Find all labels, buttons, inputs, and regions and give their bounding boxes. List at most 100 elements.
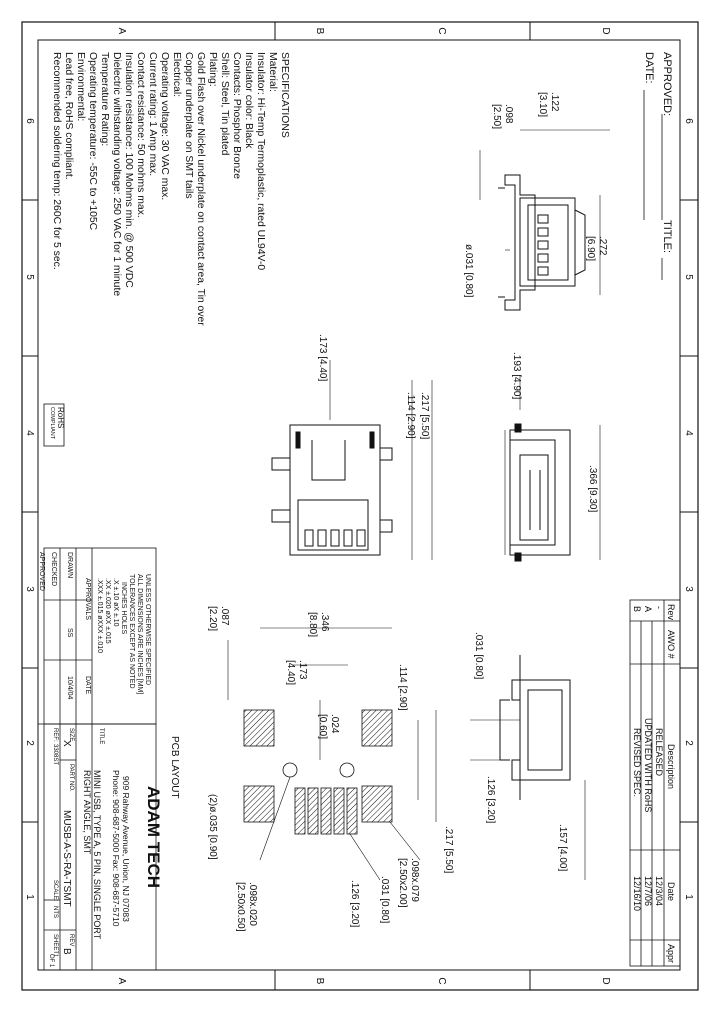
- part-number: MUSB-A-S-RA-TSMT: [61, 810, 72, 907]
- sheet-value: 1: [52, 954, 58, 958]
- drawn-date: 10/4/04: [66, 676, 73, 699]
- approved-label: APPROVED:: [661, 52, 673, 116]
- pcb-dim-250x200: [2.50x2.00]: [397, 858, 408, 908]
- dim-031: .031 [0.80]: [473, 632, 484, 679]
- sheet-label: SHEET: [52, 934, 58, 954]
- pcb-dim-031: .031 [0.80]: [379, 876, 390, 923]
- rohs-compliant-text: COMPLIANT: [49, 407, 55, 440]
- scale-label: SCALE:: [52, 880, 58, 902]
- zone-number-right: 4: [683, 430, 694, 436]
- pcb-dim-173: .173: [297, 660, 308, 680]
- pcb-dim-346-mm: [8.80]: [307, 612, 318, 637]
- pcb-dim-024: .024: [329, 714, 340, 734]
- side-view-drawing: [504, 375, 601, 562]
- date-col-label: DATE: [84, 676, 91, 694]
- lower-side-view-drawing: [470, 655, 586, 880]
- spec-line: Insulator: Hi-Temp Termoplastic, rated U…: [255, 52, 266, 270]
- approved-block-label: APPROVED: [38, 552, 45, 591]
- rev-row-desc: REVISED SPEC.: [632, 728, 642, 797]
- tolerance-line: APPROVALS: [84, 578, 91, 620]
- zone-letter-top: B: [314, 28, 325, 35]
- dim-366: .366 [9.30]: [587, 465, 598, 512]
- title-field-label: TITLE: [98, 728, 104, 744]
- spec-line: Gold Flash over Nickel underplate on con…: [195, 52, 206, 326]
- spec-line: Shell: Steel, Tin plated: [219, 52, 230, 156]
- zone-number-right: 2: [683, 740, 694, 746]
- outer-border: [21, 21, 699, 991]
- zone-letter-bottom: C: [436, 977, 447, 984]
- zone-letter-bottom: B: [314, 978, 325, 985]
- rev-header-rev: Rev: [666, 604, 676, 621]
- pcb-dim-024-mm: [0.60]: [317, 714, 328, 739]
- of-label: OF: [48, 954, 54, 963]
- spec-line: Copper underplate on SMT tails: [183, 52, 194, 199]
- dim-031-diameter: ø.031 [0.80]: [463, 244, 474, 298]
- dim-122-mm: [3.10]: [537, 92, 548, 117]
- spec-line: Insulator color: Black: [243, 52, 254, 149]
- spec-line: Environmental:: [75, 52, 86, 121]
- rev-row-desc: UPDATED WITH RoHS: [643, 718, 653, 812]
- pcb-dim-126: .126 [3.20]: [349, 880, 360, 927]
- dim-098-mm: [2.50]: [491, 104, 502, 129]
- zone-number-left: 1: [24, 894, 35, 900]
- pcb-dim-346: .346: [319, 612, 330, 632]
- zone-number-left: 3: [24, 586, 35, 592]
- pcb-dim-holes: (2)ø.035 [0.90]: [207, 794, 218, 860]
- front-view-drawing: [479, 129, 610, 311]
- tolerance-line: ALL DIMENSIONS ARE INCHES [MM]: [136, 574, 143, 694]
- revision-table: [629, 599, 681, 967]
- rev-value: B: [61, 948, 72, 955]
- spec-line: Insulation resistance: 100 Mohms min. @ …: [123, 52, 134, 288]
- zone-number-right: 3: [683, 586, 694, 592]
- rev-header-appr: Appr: [666, 944, 676, 963]
- spec-line: Electrical:: [171, 52, 182, 97]
- company-phone: Phone: 908-687-5000 Fax: 908-687-5710: [111, 770, 121, 927]
- zone-letter-bottom: A: [116, 978, 127, 985]
- dim-114: .114 [2.90]: [405, 392, 416, 439]
- rev-row-date: 12/7/06: [643, 876, 653, 906]
- drawn-label: DRAWN: [66, 552, 73, 578]
- spec-line: Current rating: 1 Amp max.: [147, 52, 158, 176]
- rev-row-date: 12/16/10: [632, 876, 642, 911]
- drawing-title-line2: RIGHT ANGLE, SMT: [82, 770, 92, 855]
- title-label: TITLE:: [661, 220, 673, 253]
- size-value: X: [61, 740, 72, 747]
- zone-letter-bottom: D: [600, 977, 611, 984]
- spec-line: Recommended soldering temp: 260C for 5 s…: [51, 52, 62, 270]
- pcb-dim-098x020: .098x.020: [247, 882, 258, 926]
- zone-letter-top: A: [116, 28, 127, 35]
- pcb-dim-173-mm: [4.40]: [285, 660, 296, 685]
- dim-098: .098: [503, 104, 514, 124]
- inner-border: [37, 39, 681, 971]
- rohs-text: RoHS: [56, 407, 65, 428]
- pcb-layout-drawing: [227, 627, 437, 881]
- tolerance-line: UNLESS OTHERWISE SPECIFIED: [144, 574, 151, 685]
- rev-row-rev: B: [632, 606, 642, 612]
- title-block: [37, 723, 157, 971]
- dim-272-mm: [6.90]: [585, 236, 596, 261]
- dim-173: .173 [4.40]: [317, 334, 328, 381]
- zone-letter-top: C: [436, 27, 447, 34]
- spec-line: Contacts: Phosphor Bronze: [231, 52, 242, 179]
- zone-number-left: 4: [24, 430, 35, 436]
- zone-number-right: 6: [683, 118, 694, 124]
- rev-header-description: Description: [666, 744, 676, 789]
- spec-line: Plating:: [207, 52, 218, 87]
- spec-line: Material:: [267, 52, 278, 92]
- zone-number-left: 2: [24, 740, 35, 746]
- of-value: 1: [48, 964, 54, 968]
- tolerance-line: .XXX ±.015 øXXX ±.010: [96, 578, 103, 653]
- size-label: SIZE: [68, 728, 74, 741]
- spec-line: Lead free, RoHS compliant.: [63, 52, 74, 180]
- pcb-dim-114: .114 [2.90]: [397, 664, 408, 711]
- pcb-dim-087-mm: [2.20]: [207, 606, 218, 631]
- rev-header-awo: AWO #: [666, 630, 676, 659]
- rev-row-rev: -: [654, 606, 664, 609]
- spec-line: Operating voltage: 30 VAC max.: [159, 52, 170, 200]
- zone-letter-top: D: [600, 27, 611, 34]
- pcb-dim-087: .087: [219, 606, 230, 626]
- pcb-dim-250x050: [2.50x0.50]: [235, 882, 246, 932]
- ref-label: REF:: [52, 728, 58, 742]
- dim-217: .217 [5.50]: [419, 392, 430, 439]
